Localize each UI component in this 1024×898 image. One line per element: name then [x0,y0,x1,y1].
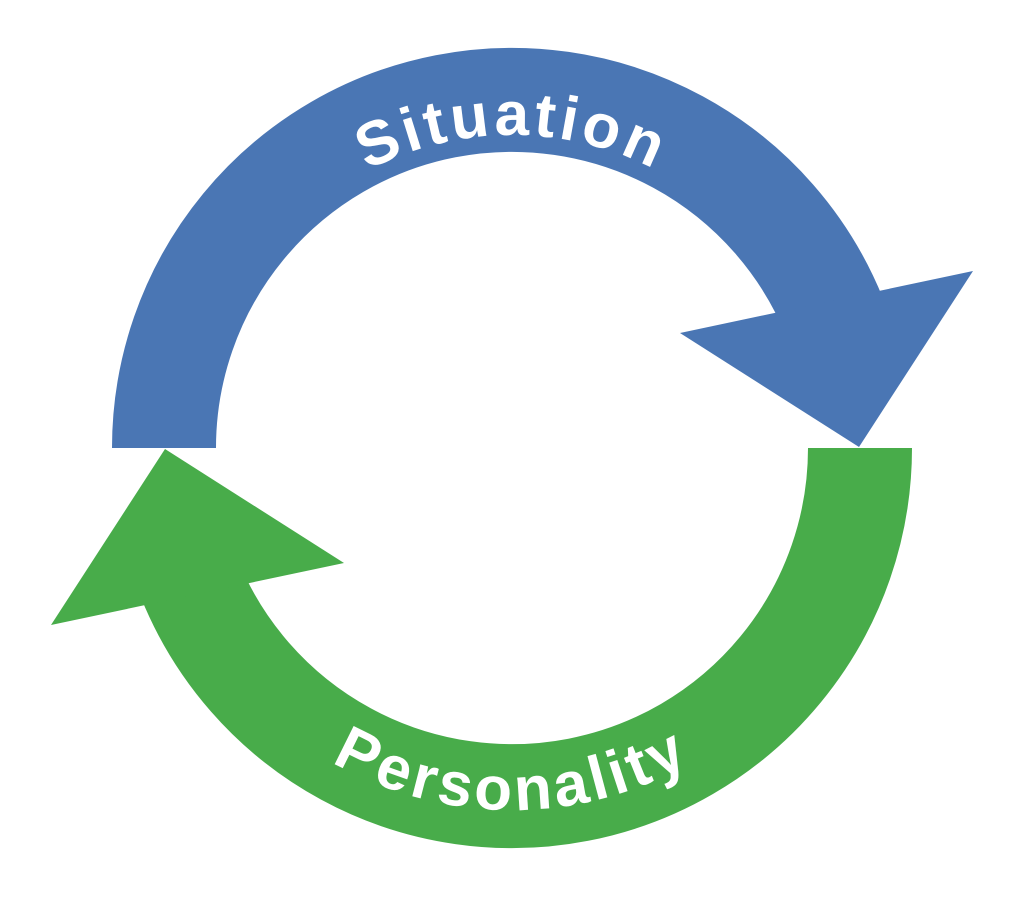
personality-arrowhead-icon [51,449,344,625]
personality-arc [141,447,912,849]
situation-arc [112,47,883,449]
situation-arrowhead-icon [680,271,973,447]
